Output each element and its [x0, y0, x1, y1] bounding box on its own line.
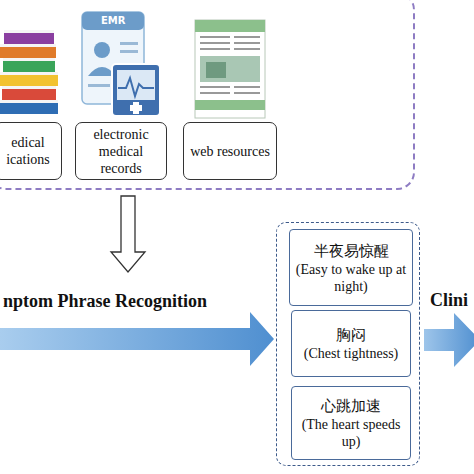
- source-group: edical ications electronic medical record…: [0, 0, 415, 190]
- box-text: 半夜易惊醒: [314, 241, 389, 261]
- output-arrow: [424, 313, 474, 367]
- books-icon: [0, 30, 58, 114]
- flow-arrow: [0, 196, 274, 366]
- box-text: 心跳加速: [321, 396, 381, 416]
- box-text: 胸闷: [336, 325, 366, 345]
- box-subtext: (Chest tightness): [304, 345, 399, 362]
- box-subtext: (The heart speeds up): [296, 416, 406, 450]
- symptom-group: 半夜易惊醒(Easy to wake up at night)胸闷(Chest …: [276, 222, 420, 466]
- stage-title: Clini: [430, 290, 468, 311]
- symptom-box: 胸闷(Chest tightness): [291, 310, 411, 377]
- source-box: web resources: [183, 122, 277, 180]
- symptom-box: 半夜易惊醒(Easy to wake up at night): [289, 229, 413, 306]
- source-box: edical ications: [0, 122, 62, 180]
- edge-label: nptom Phrase Recognition: [3, 291, 207, 312]
- hollow-arrow: [111, 196, 145, 272]
- band-arrow: [0, 312, 274, 366]
- box-text: edical ications: [0, 134, 58, 168]
- box-text: electronic medical records: [79, 126, 163, 177]
- symptom-box: 心跳加速(The heart speeds up): [291, 386, 411, 460]
- emr-icon: [82, 12, 160, 116]
- icon-text: EMR: [101, 15, 125, 26]
- box-text: web resources: [190, 143, 270, 160]
- web-icon: [195, 20, 265, 118]
- box-subtext: (Easy to wake up at night): [294, 261, 408, 295]
- source-box: electronic medical records: [75, 122, 167, 180]
